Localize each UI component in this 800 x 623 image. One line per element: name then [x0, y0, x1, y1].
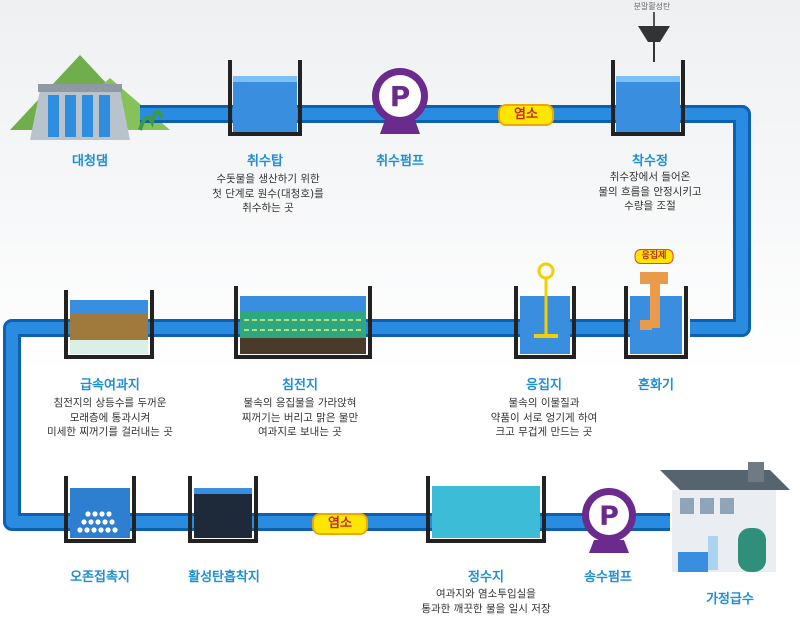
activated-carbon-label: 활성탄흡착지: [188, 570, 260, 585]
house-icon: [660, 462, 790, 572]
supply-pump-label: 송수펌프: [584, 570, 632, 585]
home-label: 가정급수: [706, 592, 754, 607]
rapid-filter-description: 침전지의 상등수를 두꺼운 모래층에 통과시켜 미세한 찌꺼기를 걸러내는 곳: [47, 397, 173, 438]
intake-pump-symbol: P: [390, 80, 411, 113]
chlorine-badge-bottom: 염소: [312, 513, 368, 535]
sedimentation-tank: [234, 286, 372, 359]
dam-icon: [30, 84, 164, 140]
intake-tower-description: 수돗물을 생산하기 위한 첫 단계로 원수(대청호)를 취수하는 곳: [212, 173, 324, 214]
rapid-filter-tank: [64, 290, 154, 359]
coagulation-description: 물속의 이물질과 약품이 서로 엉기게 하여 크고 무겁게 만드는 곳: [490, 397, 598, 438]
coagulant-tag: 응집제: [634, 249, 674, 264]
coagulation-tank: [514, 262, 576, 359]
mixing-label: 혼화기: [638, 378, 674, 393]
ozone-tank: [64, 476, 136, 543]
coagulation-label: 응집지: [526, 378, 562, 393]
supply-pump-icon: [582, 488, 636, 553]
receiving-well-tank: [611, 12, 685, 136]
ozone-label: 오존접촉지: [70, 570, 130, 585]
intake-tower-tank: [228, 60, 302, 136]
supply-pump-symbol: P: [599, 501, 619, 532]
intake-tower-label: 취수탑: [247, 154, 283, 169]
clear-well-label: 정수지: [468, 570, 504, 585]
clear-well-description: 여과지와 염소투입실을 통과한 깨끗한 물을 일시 저장: [421, 588, 551, 615]
activated-carbon-tank: [188, 476, 258, 543]
intake-pump-label: 취수펌프: [376, 154, 424, 169]
top-equipment-label: 분말활성탄: [633, 2, 671, 11]
sedimentation-description: 물속의 응집물을 가라앉혀 찌꺼기는 버리고 맑은 물만 여과지로 보내는 곳: [241, 397, 359, 438]
dam-label: 대청댐: [72, 154, 108, 169]
clear-well-tank: [426, 476, 546, 543]
chlorine-badge-top: 염소: [498, 104, 554, 126]
receiving-well-label: 착수정: [632, 154, 668, 169]
rapid-filter-label: 급속여과지: [80, 378, 140, 393]
mixer-tank: [624, 272, 688, 359]
receiving-well-description: 취수장에서 들어온 물의 흐름을 안정시키고 수량을 조절: [598, 171, 702, 212]
sedimentation-label: 침전지: [282, 378, 318, 393]
intake-pump-icon: [372, 68, 428, 134]
